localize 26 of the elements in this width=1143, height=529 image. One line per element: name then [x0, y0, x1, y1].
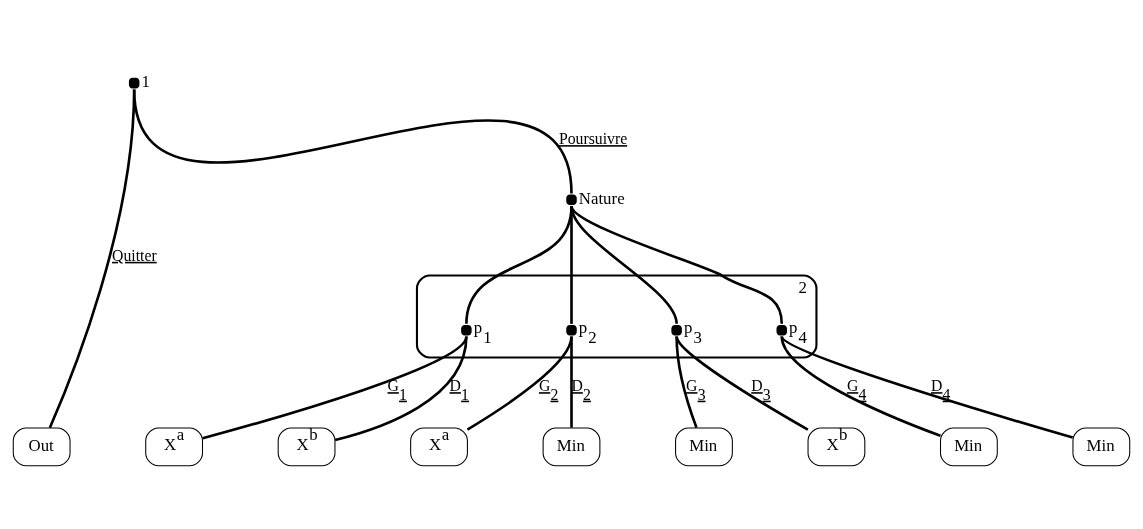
node-circle — [671, 324, 682, 335]
connector — [780, 335, 1074, 439]
connector — [675, 335, 809, 431]
connector — [570, 205, 678, 324]
connector — [48, 88, 136, 428]
edge-label: Poursuivre — [558, 129, 628, 147]
connector — [570, 205, 784, 324]
node-box: Min — [939, 426, 998, 466]
node-box: Min — [675, 426, 733, 466]
connector — [570, 336, 573, 428]
connector — [132, 88, 573, 194]
connector — [675, 335, 698, 428]
edge-label: Quitter — [112, 246, 157, 264]
connector — [202, 335, 468, 440]
node-box: Min — [542, 426, 601, 466]
node-circle — [566, 194, 577, 205]
node-box: Out — [12, 426, 71, 466]
node-circle — [566, 324, 577, 335]
node-circle — [461, 324, 472, 335]
connector — [466, 335, 573, 431]
connector — [334, 335, 468, 441]
node-circle — [128, 77, 140, 88]
node-label: Nature — [578, 188, 625, 208]
node-box: Min — [1072, 426, 1131, 466]
node-label: 1 — [141, 71, 150, 91]
node-circle — [776, 324, 787, 335]
